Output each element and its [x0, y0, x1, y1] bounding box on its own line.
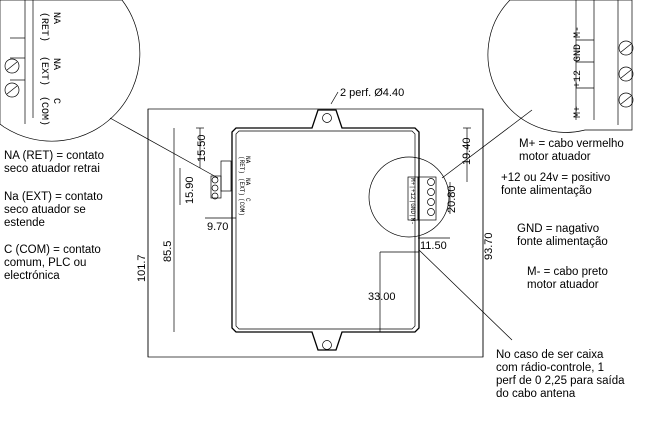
enclosure-body [231, 109, 420, 351]
label-gnd: GND [573, 44, 584, 62]
leader-right-zoom [441, 109, 533, 179]
note-na-ret: NA (RET) = contato seco atuador retrai [4, 150, 105, 175]
dim-15-50: 15.50 [196, 134, 208, 162]
note-plus12: +12 ou 24v = positivo fonte alimentação [501, 172, 611, 197]
leader-radio-note [418, 249, 513, 341]
note-c-com: C (COM) = contato comum, PLC ou electrón… [4, 244, 101, 282]
dim-20-80: 20.80 [446, 185, 458, 213]
dim-11-50: 11.50 [420, 240, 447, 252]
dim-93-70: 93.70 [483, 232, 495, 260]
small-label-right: M+|+12|GND|M- [409, 178, 416, 225]
label-m-minus: M- [573, 26, 584, 38]
hole-leader [330, 91, 339, 105]
right-detail-circle: M+ +12 GND M- [487, 0, 634, 133]
small-label-na2: NA [244, 178, 251, 186]
note-gnd: GND = nagativo fonte alimentação [517, 223, 608, 248]
left-detail-circle: NA (RET) NA (EXT) C (COM) [0, 0, 141, 142]
small-label-ret: (RET) [238, 156, 245, 174]
note-m-plus: M+ = cabo vermelho motor atuador [519, 138, 624, 163]
label-na-ret-sub: (RET) [38, 12, 50, 42]
small-label-com: (COM) [238, 198, 245, 216]
left-terminal-block: NA (RET) NA (EXT) C (COM) [210, 156, 251, 216]
note-na-ext: Na (EXT) = contato seco atuador se esten… [4, 191, 103, 229]
dim-33-00: 33.00 [368, 291, 396, 303]
label-m-plus: M+ [573, 106, 584, 118]
label-c-com-sub: (COM) [38, 96, 50, 126]
right-zoom-circle [368, 156, 450, 238]
label-plus12: +12 [573, 70, 584, 88]
dim-9-70: 9.70 [207, 221, 228, 233]
small-label-na: NA [244, 156, 251, 164]
note-m-minus: M- = cabo preto motor atuador [527, 266, 608, 291]
note-radio: No caso de ser caixa com rádio-controle,… [496, 349, 625, 400]
dim-101-7: 101.7 [136, 254, 148, 282]
mounting-hole-bottom [322, 340, 332, 350]
small-label-c: C [244, 198, 251, 202]
hole-dimension-label: 2 perf. Ø4.40 [340, 87, 404, 99]
label-c-com-top: C [50, 98, 61, 104]
dim-15-90: 15.90 [184, 176, 196, 204]
label-na-ext-sub: (EXT) [38, 56, 50, 86]
leader-left-zoom [109, 117, 219, 179]
label-na-ext-top: NA [50, 58, 61, 70]
mounting-hole-top [322, 113, 332, 123]
dim-19-40: 19.40 [461, 137, 473, 165]
label-na-ret-top: NA [50, 12, 61, 24]
small-label-ext: (EXT) [238, 178, 245, 196]
dim-85-5: 85.5 [162, 241, 174, 262]
right-terminal-block: M+|+12|GND|M- [407, 176, 437, 225]
